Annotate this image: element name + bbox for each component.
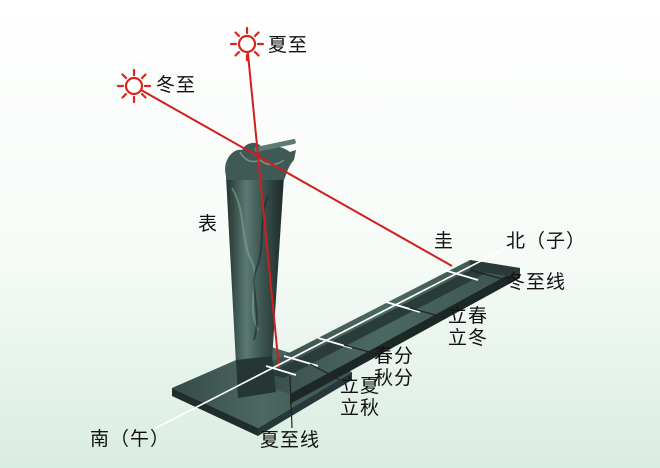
- winter-line-label: 冬至线: [506, 271, 567, 293]
- scale-label: 圭: [434, 230, 455, 252]
- leader-lichun: [409, 307, 447, 319]
- biao-gnomon: [225, 139, 296, 398]
- lixia-liqiu-label: 立夏 立秋: [340, 375, 381, 420]
- leader-winter-line: [469, 269, 507, 281]
- sun-icon: [229, 26, 265, 62]
- gui-channel: [268, 266, 494, 378]
- leader-chunfen: [343, 344, 381, 356]
- winter-solstice-ray: [133, 85, 453, 267]
- lixia-text: 立夏: [340, 375, 381, 397]
- base-plate-edge: [172, 388, 258, 436]
- lidong-text: 立冬: [448, 326, 489, 349]
- base-plate-side: [258, 372, 352, 436]
- north-label: 北（子）: [506, 230, 587, 252]
- summer-line-label: 夏至线: [260, 429, 321, 451]
- chunfen-qiufen-label: 春分 秋分: [374, 345, 415, 390]
- gui-scale-end: [470, 260, 520, 278]
- leader-summer-line: [289, 375, 293, 429]
- leader-lixia: [309, 363, 341, 381]
- lixia-liqiu-mark: [283, 355, 319, 367]
- lichun-text: 立春: [448, 305, 489, 327]
- south-north-axis: [151, 244, 513, 431]
- lichun-lidong-mark: [385, 301, 421, 313]
- south-label: 南（午）: [90, 428, 171, 450]
- summer-solstice-mark: [265, 365, 297, 376]
- gui-scale-front: [290, 268, 520, 404]
- winter-solstice-mark: [443, 269, 479, 281]
- liqiu-text: 立秋: [340, 396, 381, 419]
- winter-solstice-label: 冬至: [156, 74, 197, 96]
- lichun-lidong-label: 立春 立冬: [448, 305, 489, 350]
- qiufen-text: 秋分: [374, 366, 415, 389]
- summer-solstice-ray: [246, 43, 280, 369]
- chunfen-qiufen-mark: [317, 337, 353, 349]
- sun-icon: [116, 68, 152, 104]
- chunfen-text: 春分: [374, 345, 415, 367]
- summer-solstice-label: 夏至: [268, 34, 309, 56]
- gnomon-label: 表: [198, 213, 219, 235]
